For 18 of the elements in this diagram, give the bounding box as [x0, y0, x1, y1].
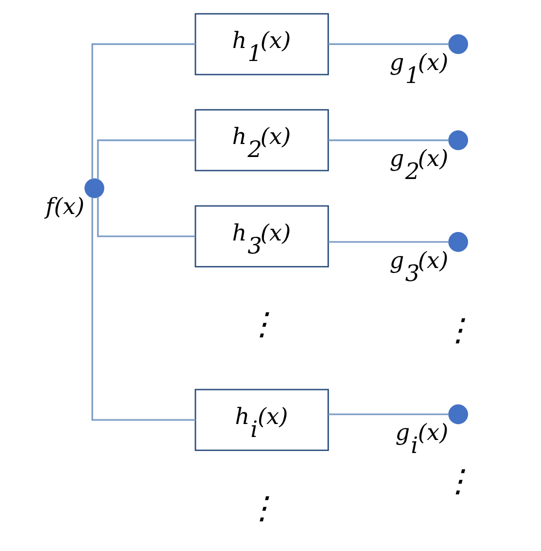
node-label: f(x): [45, 194, 84, 220]
node-circle: [448, 232, 468, 252]
label: ⋮: [246, 306, 277, 343]
connector: [90, 43, 195, 180]
label: ⋮: [442, 463, 474, 500]
connector: [328, 139, 448, 142]
node-circle: [448, 130, 468, 150]
node-circle: [84, 178, 104, 198]
connector: [90, 198, 195, 421]
connector: [328, 413, 448, 416]
node-circle: [448, 404, 468, 424]
connector: [328, 241, 448, 243]
connector: [96, 197, 195, 238]
connector: [328, 43, 448, 45]
label: ⋮: [246, 490, 277, 526]
label: ⋮: [442, 312, 474, 348]
connector: [96, 139, 195, 180]
node-circle: [448, 34, 468, 54]
